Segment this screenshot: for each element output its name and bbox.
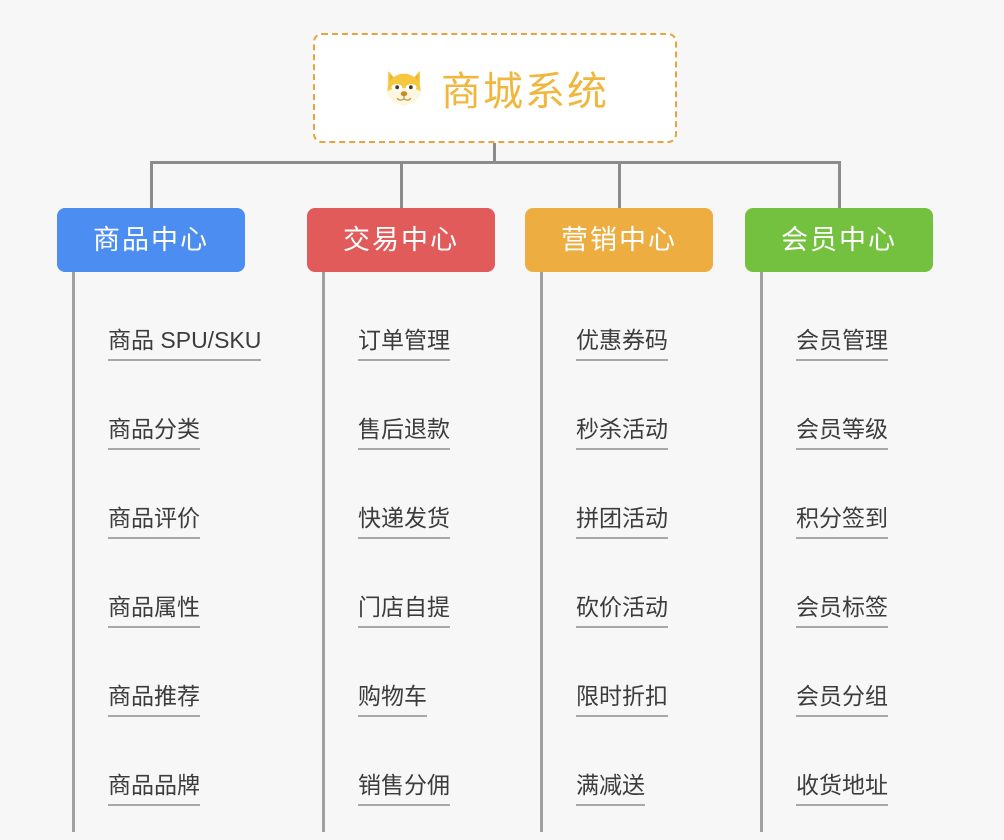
leaf-item[interactable]: 会员管理: [763, 272, 888, 361]
column-marketing-center: 营销中心优惠券码秒杀活动拼团活动砍价活动限时折扣满减送: [525, 208, 713, 832]
leaf-underline: 门店自提: [358, 593, 450, 628]
leaf-label: 会员等级: [796, 415, 888, 442]
leaf-underline: 快递发货: [358, 504, 450, 539]
leaf-label: 商品推荐: [108, 682, 200, 709]
leaf-underline: 会员管理: [796, 326, 888, 361]
leaf-label: 快递发货: [358, 504, 450, 531]
leaf-list-member-center: 会员管理会员等级积分签到会员标签会员分组收货地址: [760, 272, 933, 832]
leaf-label: 销售分佣: [358, 771, 450, 798]
leaf-underline: 商品推荐: [108, 682, 200, 717]
category-label: 营销中心: [561, 224, 677, 255]
leaf-underline: 限时折扣: [576, 682, 668, 717]
column-trade-center: 交易中心订单管理售后退款快递发货门店自提购物车销售分佣: [307, 208, 495, 832]
leaf-label: 商品 SPU/SKU: [108, 326, 262, 353]
leaf-list-product-center: 商品 SPU/SKU 商品分类商品评价商品属性商品推荐商品品牌: [72, 272, 262, 832]
connector-drop-trade-center: [400, 161, 403, 208]
leaf-label: 商品属性: [108, 593, 200, 620]
leaf-label: 秒杀活动: [576, 415, 668, 442]
leaf-item[interactable]: 优惠券码: [543, 272, 668, 361]
leaf-label: 商品评价: [108, 504, 200, 531]
leaf-label: 购物车: [358, 682, 427, 709]
leaf-item[interactable]: 积分签到: [763, 450, 888, 539]
leaf-item[interactable]: 商品评价: [75, 450, 200, 539]
leaf-label: 拼团活动: [576, 504, 668, 531]
leaf-label: 商品分类: [108, 415, 200, 442]
leaf-item[interactable]: 商品品牌: [75, 717, 200, 806]
leaf-label: 限时折扣: [576, 682, 668, 709]
leaf-item[interactable]: 商品属性: [75, 539, 200, 628]
leaf-item[interactable]: 商品分类: [75, 361, 200, 450]
leaf-underline: 商品分类: [108, 415, 200, 450]
category-header-product-center[interactable]: 商品中心: [57, 208, 245, 272]
connector-drop-product-center: [150, 161, 153, 208]
dog-face-icon: [381, 65, 427, 111]
category-label: 商品中心: [93, 224, 209, 255]
leaf-item[interactable]: 商品推荐: [75, 628, 200, 717]
category-label: 交易中心: [343, 224, 459, 255]
leaf-label: 会员分组: [796, 682, 888, 709]
leaf-item[interactable]: 秒杀活动: [543, 361, 668, 450]
connector-drop-member-center: [838, 161, 841, 208]
category-header-marketing-center[interactable]: 营销中心: [525, 208, 713, 272]
leaf-underline: 售后退款: [358, 415, 450, 450]
connector-bus: [150, 161, 840, 164]
column-product-center: 商品中心商品 SPU/SKU 商品分类商品评价商品属性商品推荐商品品牌: [57, 208, 262, 832]
leaf-label: 订单管理: [358, 326, 450, 353]
leaf-underline: 满减送: [576, 771, 645, 806]
leaf-item[interactable]: 门店自提: [325, 539, 450, 628]
leaf-underline: 拼团活动: [576, 504, 668, 539]
leaf-item[interactable]: 收货地址: [763, 717, 888, 806]
leaf-underline: 会员标签: [796, 593, 888, 628]
category-header-member-center[interactable]: 会员中心: [745, 208, 933, 272]
leaf-label: 会员管理: [796, 326, 888, 353]
leaf-item[interactable]: 会员等级: [763, 361, 888, 450]
leaf-underline: 销售分佣: [358, 771, 450, 806]
leaf-underline: 积分签到: [796, 504, 888, 539]
leaf-list-trade-center: 订单管理售后退款快递发货门店自提购物车销售分佣: [322, 272, 495, 832]
leaf-item[interactable]: 限时折扣: [543, 628, 668, 717]
leaf-item[interactable]: 快递发货: [325, 450, 450, 539]
leaf-underline: 商品属性: [108, 593, 200, 628]
leaf-underline: 砍价活动: [576, 593, 668, 628]
leaf-label: 砍价活动: [576, 593, 668, 620]
leaf-underline: 商品 SPU/SKU: [108, 326, 262, 361]
leaf-label: 商品品牌: [108, 771, 200, 798]
leaf-item[interactable]: 订单管理: [325, 272, 450, 361]
leaf-item[interactable]: 商品 SPU/SKU: [75, 272, 262, 361]
leaf-underline: 购物车: [358, 682, 427, 717]
leaf-label: 收货地址: [796, 771, 888, 798]
leaf-item[interactable]: 售后退款: [325, 361, 450, 450]
leaf-underline: 商品评价: [108, 504, 200, 539]
leaf-underline: 会员等级: [796, 415, 888, 450]
leaf-label: 门店自提: [358, 593, 450, 620]
leaf-item[interactable]: 砍价活动: [543, 539, 668, 628]
leaf-label: 积分签到: [796, 504, 888, 531]
leaf-item[interactable]: 购物车: [325, 628, 427, 717]
root-title: 商城系统: [441, 70, 609, 114]
leaf-label: 会员标签: [796, 593, 888, 620]
leaf-label: 优惠券码: [576, 326, 668, 353]
category-label: 会员中心: [781, 224, 897, 255]
connector-stem: [493, 143, 496, 164]
leaf-underline: 优惠券码: [576, 326, 668, 361]
leaf-item[interactable]: 满减送: [543, 717, 645, 806]
leaf-label: 满减送: [576, 771, 645, 798]
category-header-trade-center[interactable]: 交易中心: [307, 208, 495, 272]
connector-drop-marketing-center: [618, 161, 621, 208]
leaf-underline: 订单管理: [358, 326, 450, 361]
leaf-item[interactable]: 拼团活动: [543, 450, 668, 539]
leaf-item[interactable]: 会员标签: [763, 539, 888, 628]
leaf-label: 售后退款: [358, 415, 450, 442]
column-member-center: 会员中心会员管理会员等级积分签到会员标签会员分组收货地址: [745, 208, 933, 832]
leaf-item[interactable]: 会员分组: [763, 628, 888, 717]
root-node[interactable]: 商城系统: [313, 33, 677, 143]
leaf-underline: 收货地址: [796, 771, 888, 806]
leaf-item[interactable]: 销售分佣: [325, 717, 450, 806]
leaf-underline: 会员分组: [796, 682, 888, 717]
leaf-list-marketing-center: 优惠券码秒杀活动拼团活动砍价活动限时折扣满减送: [540, 272, 713, 832]
leaf-underline: 秒杀活动: [576, 415, 668, 450]
leaf-underline: 商品品牌: [108, 771, 200, 806]
